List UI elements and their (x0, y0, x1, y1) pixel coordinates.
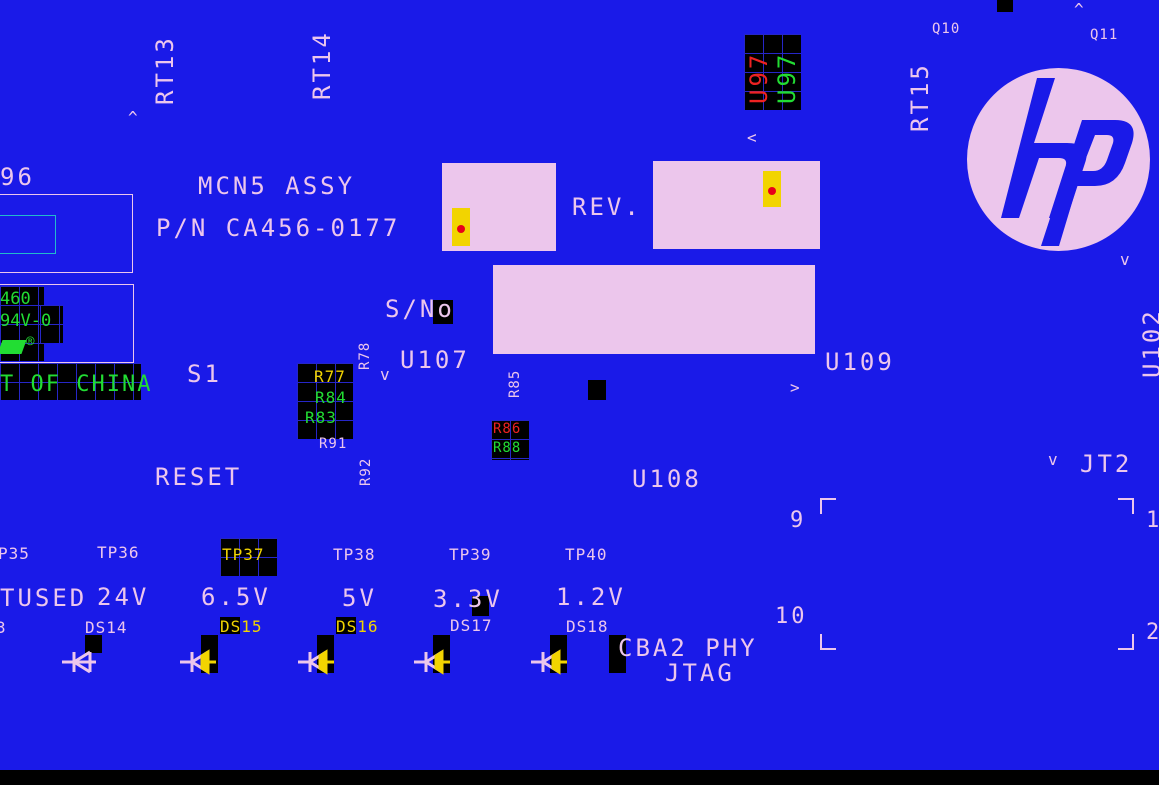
refdes-u97: U97 (745, 51, 773, 104)
connector-corner (1118, 634, 1134, 650)
refdes-s1: S1 (187, 360, 222, 388)
pad (336, 617, 356, 634)
led-diode-icon (62, 650, 96, 674)
caret-icon: v (1120, 250, 1130, 269)
hp-logo-icon (1001, 78, 1134, 246)
ul-frame (0, 284, 134, 363)
ul-registered-mark: ® (26, 334, 38, 350)
led-diode-icon (414, 649, 450, 675)
pin-1: 1 (1146, 508, 1159, 533)
refdes-q11: Q11 (1090, 27, 1119, 43)
caret-icon: v (1048, 450, 1058, 469)
component-pad (588, 380, 606, 400)
ul-block (0, 286, 44, 361)
assembly-label: MCN5 ASSY (198, 172, 356, 200)
label-area-serial (493, 265, 815, 354)
connector-corner (820, 498, 836, 514)
origin-text: T OF CHINA (0, 372, 153, 397)
refdes-u107: U107 (400, 346, 470, 374)
refdes-u108: U108 (632, 465, 702, 493)
rev-label: REV. (572, 193, 642, 221)
refdes-r88: R88 (493, 440, 522, 456)
led-diode-icon (180, 649, 216, 675)
ul-line2: 94V-0 (0, 311, 52, 331)
label-frame (0, 194, 133, 273)
refdes-rt14: RT14 (308, 30, 336, 100)
pad (472, 596, 489, 616)
pad (609, 635, 626, 673)
voltage-label: 6.5V (201, 583, 271, 611)
refdes-r78: R78 (357, 341, 373, 370)
led-diode-icon (298, 649, 334, 675)
refdes-r92: R92 (358, 457, 374, 486)
led-label: DS18 (566, 617, 609, 636)
refdes-r77: R77 (314, 367, 346, 386)
chip-u97[interactable]: U97 U97 (744, 34, 801, 110)
voltage-label: 3.3V (433, 585, 503, 613)
led-diode-icon (531, 649, 567, 675)
pad (85, 635, 102, 653)
voltage-label: TUSED (0, 584, 88, 612)
refdes-r86: R86 (493, 421, 522, 437)
pin-10: 10 (775, 604, 808, 629)
led-label: DS17 (450, 616, 493, 635)
tp37-pad (220, 538, 277, 576)
test-point: TP38 (333, 545, 376, 564)
caret-icon: < (747, 128, 757, 147)
jtag-label: JTAG (665, 659, 735, 687)
component-pad (997, 0, 1013, 12)
resistor-cluster[interactable] (297, 363, 353, 439)
refdes-rt15: RT15 (906, 62, 934, 132)
bottom-bar (0, 770, 1159, 785)
led-label: DS16 (336, 617, 379, 636)
pad (452, 208, 470, 246)
refdes-r83: R83 (305, 408, 337, 427)
ul-block (40, 305, 63, 343)
caret-icon: v (380, 365, 390, 384)
voltage-label: 5V (342, 584, 377, 612)
voltage-label: 1.2V (556, 583, 626, 611)
refdes-rt13: RT13 (151, 35, 179, 105)
refdes-fragment: 96 (0, 163, 35, 191)
pin-9: 9 (790, 508, 807, 533)
refdes-u102: U102 (1138, 308, 1159, 378)
test-point: TP39 (449, 545, 492, 564)
test-point: TP40 (565, 545, 608, 564)
caret-icon: > (790, 378, 800, 397)
pad (220, 617, 240, 634)
caret-icon: ^ (128, 108, 138, 127)
refdes-u97-alt: U97 (773, 51, 801, 104)
serial-label: S/No (385, 295, 455, 323)
refdes-q10: Q10 (932, 21, 961, 37)
refdes-r91: R91 (319, 436, 348, 452)
jtag-title: CBA2 PHY (618, 634, 758, 662)
voltage-label: 24V (97, 583, 150, 611)
connector-corner (820, 634, 836, 650)
led-label: DS14 (85, 618, 128, 637)
label-inner-frame (0, 215, 56, 254)
pin-2: 2 (1146, 620, 1159, 645)
caret-icon: ^ (1074, 0, 1084, 19)
test-point: TP36 (97, 543, 140, 562)
connector-corner (1118, 498, 1134, 514)
origin-block (0, 363, 141, 400)
test-point: P35 (0, 544, 30, 563)
led-label: DS15 (220, 617, 263, 636)
refdes-r84: R84 (315, 388, 347, 407)
part-number: P/N CA456-0177 (156, 214, 401, 242)
refdes-r85: R85 (507, 369, 523, 398)
pad (763, 171, 781, 207)
refdes-u109: U109 (825, 348, 895, 376)
hp-logo (967, 68, 1150, 251)
ul-line1: 460 (0, 289, 31, 309)
reset-label: RESET (155, 463, 243, 491)
resistor-cluster[interactable] (491, 420, 529, 460)
led-label: 3 (0, 618, 7, 637)
refdes-jt2: JT2 (1080, 450, 1133, 478)
pad (433, 300, 453, 324)
label-area-rev (653, 161, 820, 249)
test-point: TP37 (222, 545, 265, 564)
